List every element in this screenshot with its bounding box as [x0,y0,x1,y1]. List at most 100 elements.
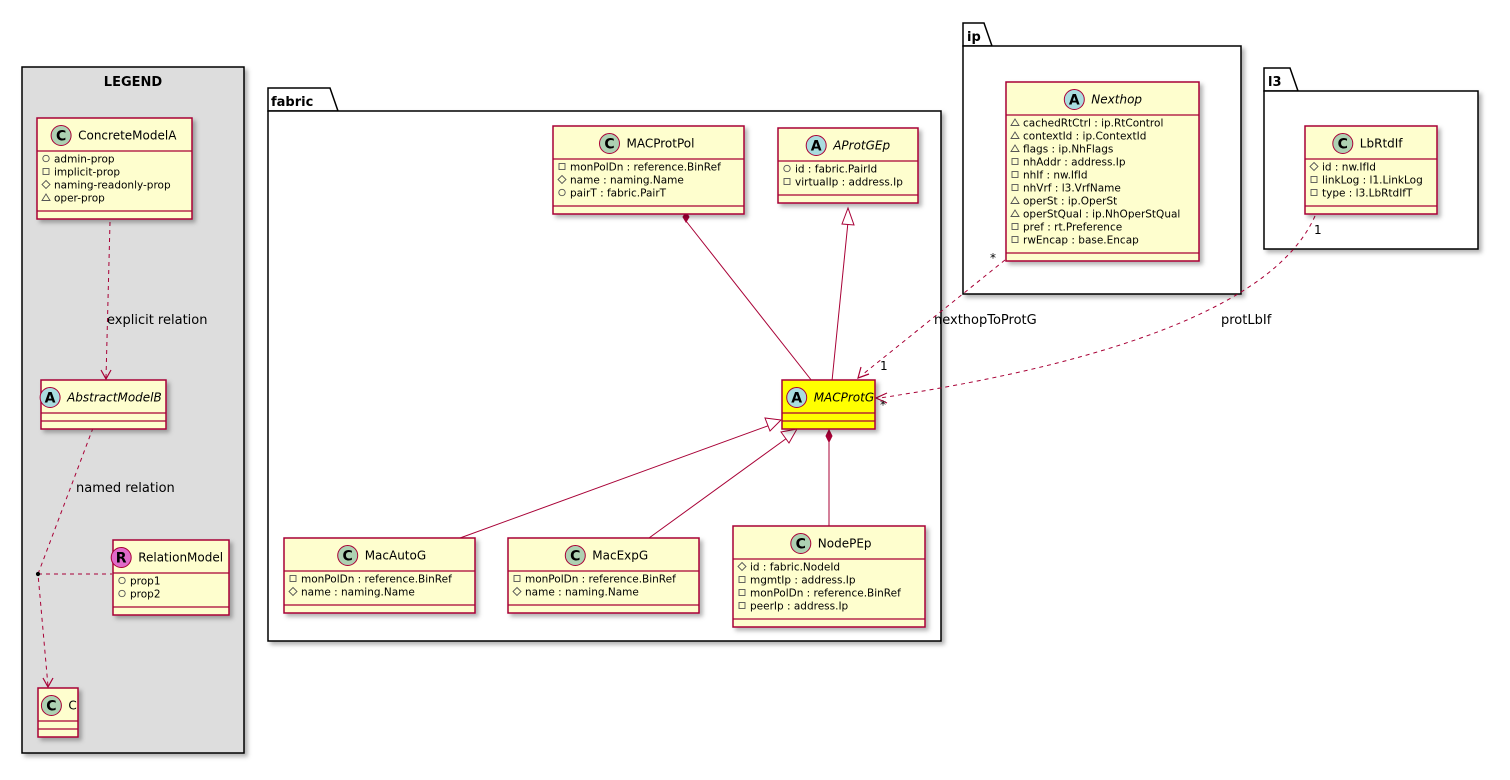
macautog-visibility-icon [288,586,298,597]
lbif-src-multiplicity: 1 [1314,223,1322,237]
macautog-stereotype-icon: C [337,545,359,566]
nodepep-stereotype-icon: C [790,533,812,554]
nexthop-attribute: nhIf : nw.IfId [1011,170,1088,182]
macexpg-attribute-text: monPolDn : reference.BinRef [525,574,676,586]
legend-relation-model-attribute: prop2 [118,589,161,601]
named-relation-label: named relation [76,481,175,496]
legend-c-class-name: C [68,699,76,713]
relation-labels: explicit relation named relation nexthop… [76,223,1322,496]
explicit-relation-arrowhead [100,369,112,381]
legend-abstract-model-b-class-name: AbstractModelB [66,391,162,405]
nexthop-attribute-text: contextId : ip.ContextId [1023,131,1146,143]
nexthop-visibility-icon [1010,131,1020,139]
aprotgep-attribute-text: id : fabric.PairId [795,164,877,176]
nexthop-visibility-icon [1011,223,1019,230]
nexthop-attribute-text: rwEncap : base.Encap [1023,235,1139,247]
svg-text:R: R [116,551,127,567]
nodepep-attribute: peerIp : address.Ip [738,601,849,613]
svg-text:A: A [45,391,56,407]
nodepep-visibility-icon [738,602,746,609]
macprotpol-attribute-text: name : naming.Name [570,175,684,187]
macprotpol-attribute: name : naming.Name [557,174,684,187]
legend-concrete-model-a-visibility-icon [42,168,50,175]
macprotpol-attribute: pairT : fabric.PairT [558,188,667,200]
macexpg-stereotype-icon: C [564,545,586,566]
nodepep-class-name: NodePEp [818,537,872,551]
nexthop-attribute: cachedRtCtrl : ip.RtControl [1010,118,1163,130]
nexthop-attribute: nhAddr : address.Ip [1011,157,1126,169]
macprotpol-class-name: MACProtPol [627,137,695,151]
macprotpol-attribute-text: monPolDn : reference.BinRef [570,162,721,174]
macprotpol-visibility-icon [557,174,567,185]
legend-relation-model-visibility-icon [118,589,126,598]
lbrtdif-visibility-icon [1309,161,1319,172]
aprotgep-attribute-text: virtualIp : address.Ip [795,177,903,189]
nodepep-attribute: monPolDn : reference.BinRef [738,588,901,600]
legend-relation-model-visibility-icon [118,576,126,585]
legend-concrete-model-a-visibility-icon [41,193,51,201]
aprotgep-attribute: virtualIp : address.Ip [783,177,903,189]
lbrtdif-class-name: LbRtdIf [1360,137,1404,151]
legend-c-stereotype-icon: C [40,695,62,716]
macprotpol-attribute: monPolDn : reference.BinRef [558,162,721,174]
nodepep-attribute-text: mgmtIp : address.Ip [750,575,856,587]
lbrtdif-attribute: type : l3.LbRtdIfT [1310,188,1413,200]
nodepep-visibility-icon [738,589,746,596]
macprotpol-stereotype-icon: C [599,133,620,154]
aprotgep-class-name: AProtGEp [832,139,890,153]
legend-concrete-model-a-class[interactable]: ConcreteModelACadmin-propimplicit-propna… [36,117,193,220]
nexthop-visibility-icon [1010,118,1020,126]
nodepep-attribute-text: monPolDn : reference.BinRef [750,588,901,600]
nexthop-to-protg-line [861,259,1006,376]
legend-concrete-model-a-attribute: admin-prop [42,154,115,166]
svg-text:A: A [791,391,802,407]
macexpg-attribute: monPolDn : reference.BinRef [513,574,676,586]
nexthop-visibility-icon [1011,158,1019,165]
svg-text:C: C [343,549,353,565]
legend-relation-model-attribute-text: prop1 [130,576,161,588]
legend-abstract-model-b-class[interactable]: AbstractModelB A [39,379,167,430]
prot-lbif-label: protLbIf [1221,313,1272,328]
aprotgep-visibility-icon [783,178,791,185]
explicit-relation-line [105,221,111,379]
nexthop-attribute-text: operStQual : ip.NhOperStQual [1023,209,1180,221]
nexthop-visibility-icon [1010,144,1020,152]
legend-concrete-model-a-attribute-text: admin-prop [54,154,115,166]
legend-c-class[interactable]: CC [37,687,79,738]
legend-concrete-model-a-attribute: naming-readonly-prop [41,179,171,192]
legend-concrete-model-a-attribute: implicit-prop [42,167,120,179]
svg-text:C: C [56,129,66,145]
legend-title: LEGEND [104,75,163,90]
legend-concrete-model-a-stereotype-icon: C [50,125,72,146]
nexthop-attribute: nhVrf : l3.VrfName [1011,183,1121,195]
macautog-attribute: monPolDn : reference.BinRef [289,574,452,586]
aprotgep-visibility-icon [783,164,791,173]
svg-text:A: A [811,139,822,155]
nexthop-attribute-text: nhIf : nw.IfId [1023,170,1088,182]
classes-layer: ConcreteModelACadmin-propimplicit-propna… [36,81,1438,738]
nexthop-stereotype-icon: A [1063,89,1085,110]
aprotgep-stereotype-icon: A [805,135,827,156]
nodepep-visibility-icon [737,561,747,572]
legend-abstract-model-b-stereotype-icon: A [39,387,61,408]
nexthop-attribute: rwEncap : base.Encap [1011,235,1139,247]
named-relation-arrowhead [42,677,54,689]
nodepep-attribute-text: peerIp : address.Ip [750,601,849,613]
prot-lbif-line [879,215,1316,399]
inheritance-macexpg-line [648,437,788,539]
nodepep-visibility-icon [738,576,746,583]
nexthop-visibility-icon [1011,236,1019,243]
nexthop-attribute: pref : rt.Preference [1011,222,1122,234]
nexthop-attribute-text: operSt : ip.OperSt [1023,196,1117,208]
legend-concrete-model-a-visibility-icon [41,179,51,190]
nexthop-attribute-text: nhVrf : l3.VrfName [1023,183,1121,195]
